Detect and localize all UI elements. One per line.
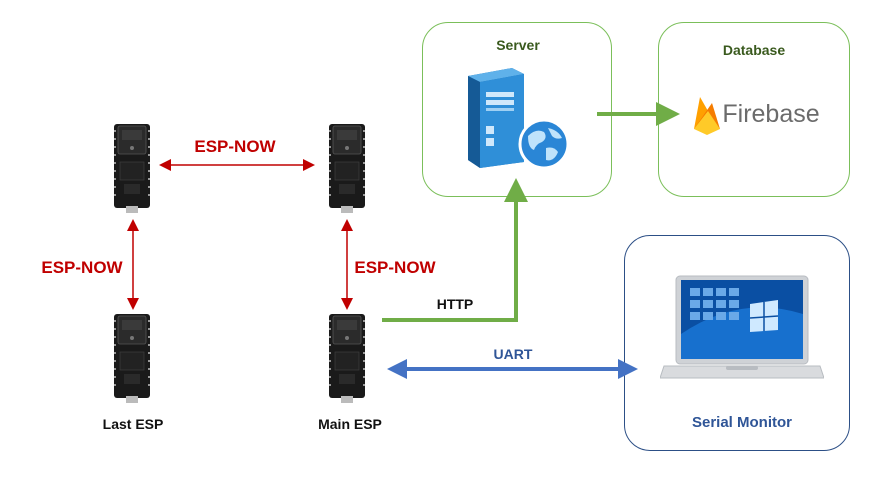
serial-monitor-title: Serial Monitor — [691, 414, 793, 431]
uart-label: UART — [493, 346, 533, 362]
server-icon — [468, 68, 524, 168]
last-esp-label: Last ESP — [102, 416, 164, 432]
http-label: HTTP — [436, 296, 474, 312]
espnow-top-label: ESP-NOW — [194, 137, 276, 156]
esp32-board-icon — [114, 124, 150, 213]
esp32-board-icon — [329, 124, 365, 213]
esp32-board-icon — [329, 314, 365, 403]
esp32-board-icon — [114, 314, 150, 403]
database-title: Database — [722, 42, 786, 58]
firebase-flame-icon — [694, 97, 720, 135]
espnow-left-label: ESP-NOW — [41, 258, 123, 277]
server-title: Server — [496, 37, 540, 53]
database-box — [658, 22, 850, 197]
http-arrow — [382, 178, 528, 322]
firebase-wordmark: Firebase — [722, 100, 820, 128]
laptop-icon — [660, 275, 824, 379]
globe-icon — [518, 118, 570, 170]
main-esp-label: Main ESP — [318, 416, 382, 432]
espnow-right-label: ESP-NOW — [354, 258, 436, 277]
